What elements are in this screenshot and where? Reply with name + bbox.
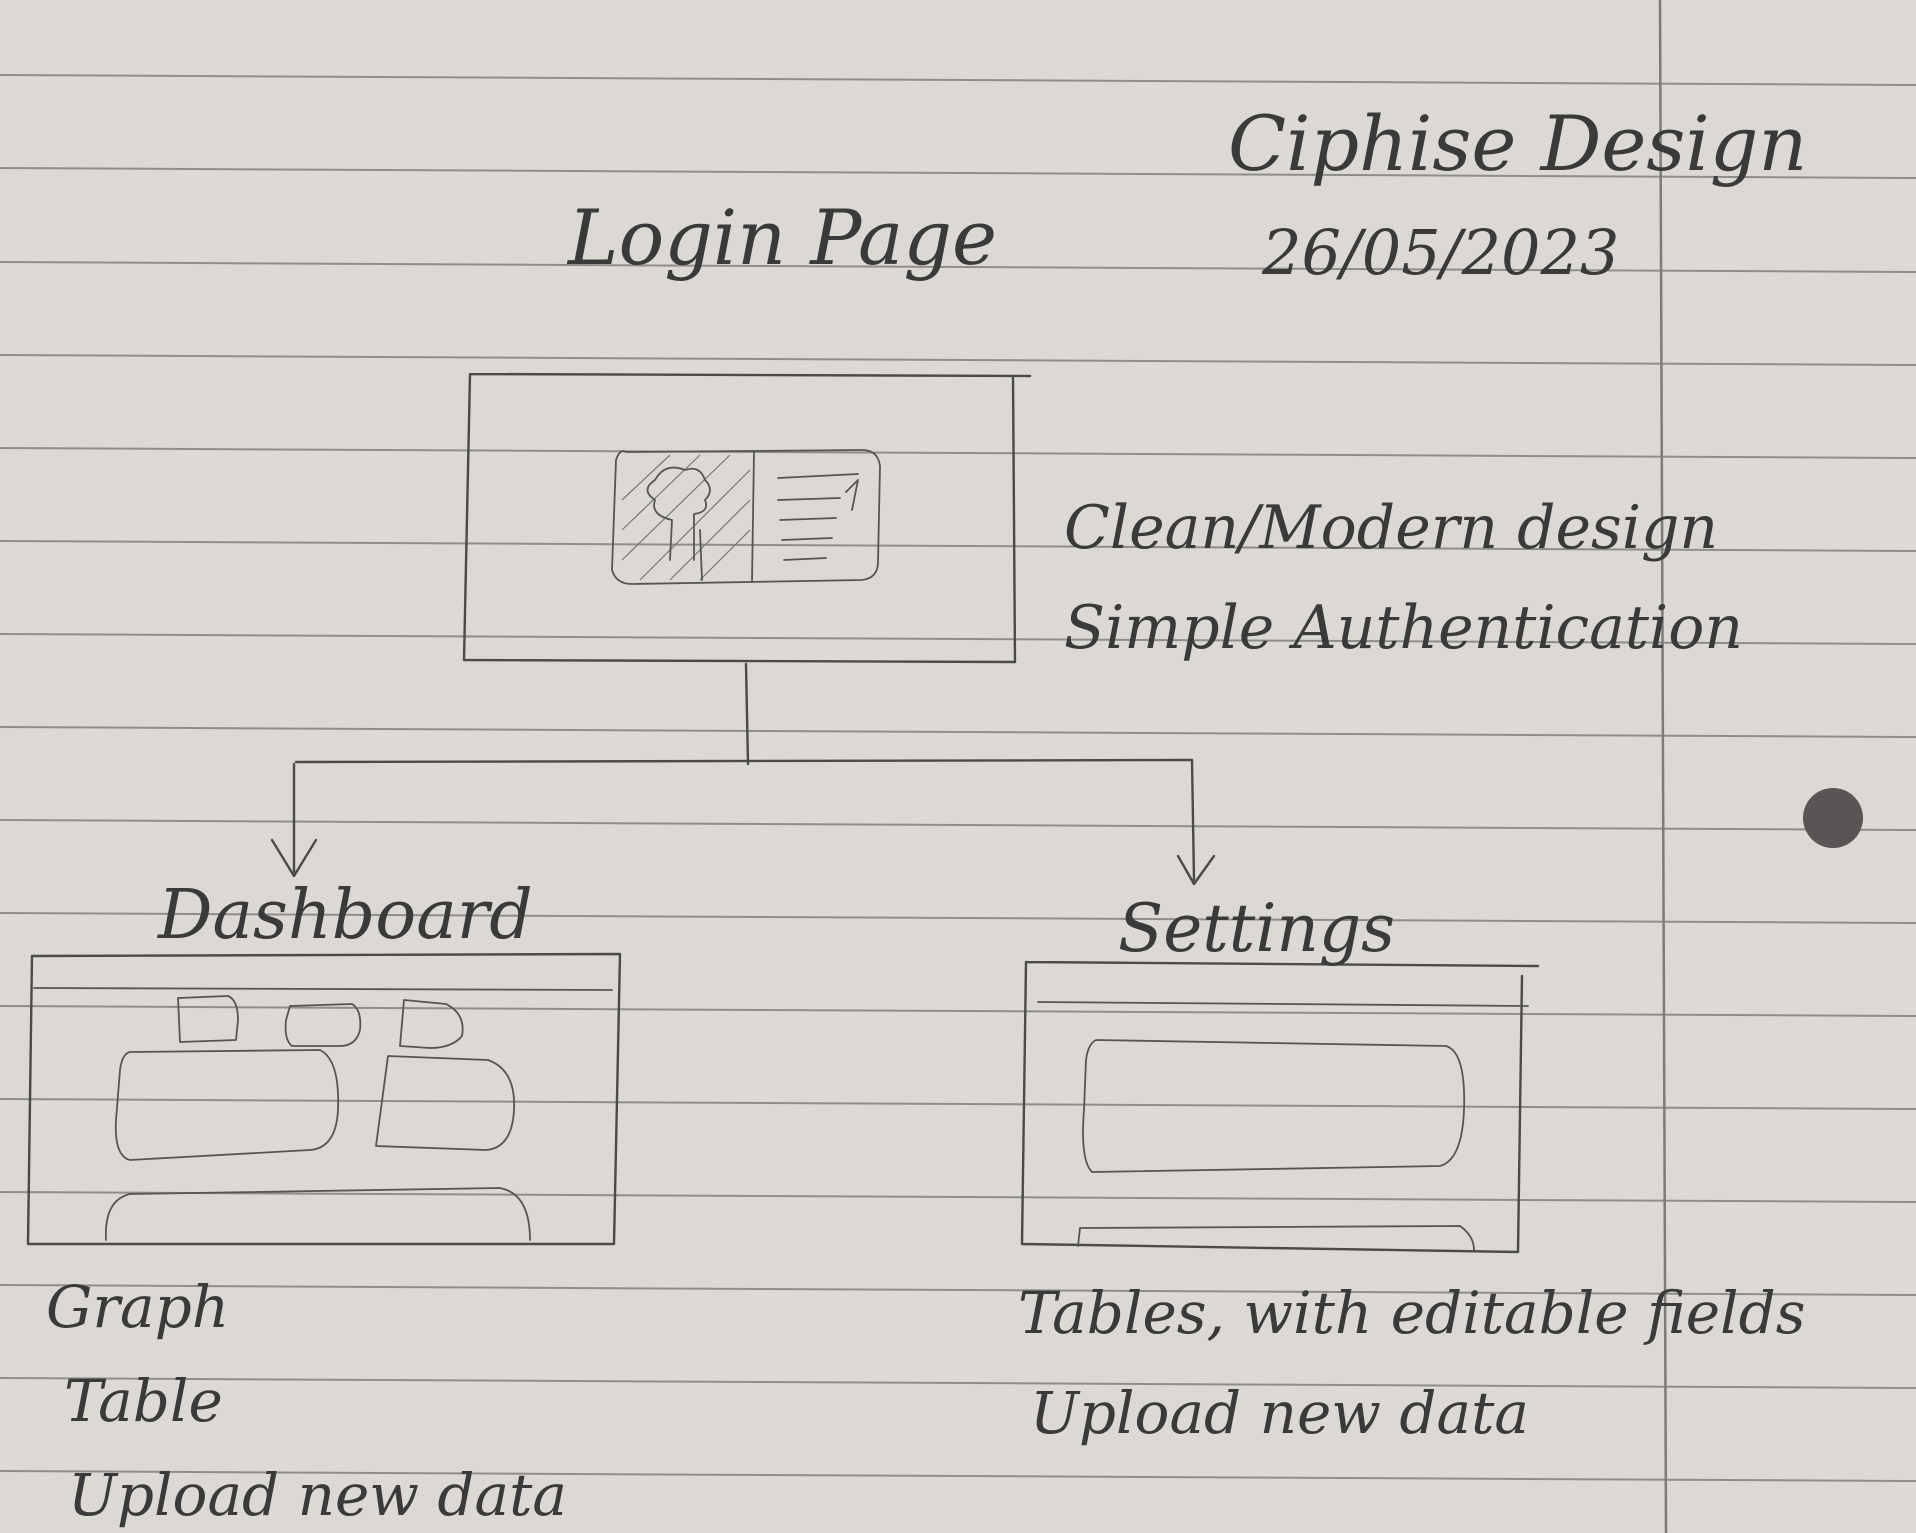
settings-wireframe (1020, 960, 1540, 1254)
form-lines-icon (777, 473, 859, 561)
flow-connectors (270, 662, 1216, 886)
dashboard-wireframe (26, 952, 622, 1246)
settings-table-panel (1082, 1039, 1466, 1173)
dashboard-heading: Dashboard (158, 876, 533, 955)
login-note-1: Clean/Modern design (1064, 493, 1719, 563)
dashboard-table-panel (105, 1187, 531, 1241)
dashboard-note-1: Graph (46, 1273, 230, 1341)
settings-heading: Settings (1118, 890, 1396, 967)
tree-image-icon (621, 454, 751, 581)
dashboard-graph-panel (114, 1049, 340, 1161)
login-card (611, 449, 881, 585)
dashboard-kpi-card (284, 1003, 362, 1047)
dashboard-note-3: Upload new data (68, 1461, 567, 1529)
design-date: 26/05/2023 (1262, 216, 1620, 289)
punch-hole (1803, 788, 1863, 848)
margin-line (1658, 0, 1668, 1533)
dashboard-note-2: Table (64, 1367, 223, 1435)
settings-note-2: Upload new data (1030, 1379, 1529, 1447)
settings-note-1: Tables, with editable fields (1018, 1279, 1806, 1347)
login-page-wireframe (462, 372, 1032, 664)
login-note-2: Simple Authentication (1064, 593, 1743, 663)
design-title: Ciphise Design (1228, 99, 1808, 188)
rule-lines (0, 74, 1916, 1482)
login-page-heading: Login Page (568, 193, 997, 282)
